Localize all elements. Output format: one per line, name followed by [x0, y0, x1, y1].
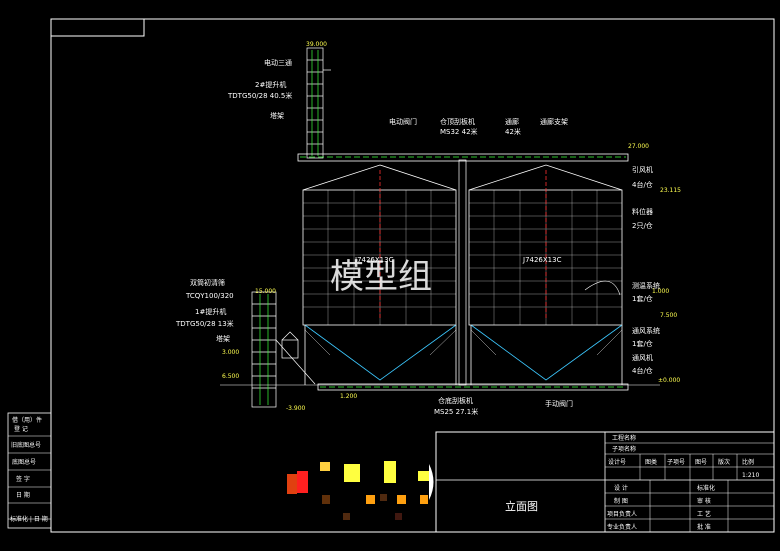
left-col-6: 标准化 | 日 期 — [10, 515, 48, 523]
title-block: 工程名称 子项名称 设计号 图类 子项号 图号 版次 比例 1:210 设 计 … — [435, 431, 775, 533]
label-gallery-len: 42米 — [505, 127, 521, 136]
tb-row2-4: 版次 — [718, 458, 730, 466]
label-elevator1-model: TDTG50/28 13米 — [175, 319, 234, 328]
project-name-label: 工程名称 — [612, 434, 636, 442]
left-col-0: 借（用）件 — [12, 416, 42, 424]
bottom-conveyor — [317, 383, 629, 391]
tb-row2-3: 图号 — [695, 459, 707, 466]
elev-15: 15.000 — [255, 288, 276, 295]
left-column-table: 借（用）件 登 记 旧底图总号 底图总号 签 字 日 期 标准化 | 日 期 — [7, 412, 52, 529]
label-vent-qty: 1套/仓 — [632, 339, 653, 348]
left-col-5: 日 期 — [16, 491, 30, 499]
label-elevator1: 1#提升机 — [195, 307, 226, 316]
sheet-title: 立面图 — [505, 499, 538, 513]
label-tower: 塔架 — [270, 111, 284, 120]
label-temp-system: 测温系统 — [632, 281, 660, 290]
silo-right — [468, 164, 623, 326]
tb-role-r0: 标准化 — [697, 484, 715, 492]
label-elevator2: 2#提升机 — [255, 80, 286, 89]
center-column — [458, 159, 467, 386]
silo-left — [302, 164, 457, 326]
color-swatch-artifacts — [287, 461, 434, 520]
label-fan-top: 引风机 — [632, 165, 653, 174]
elev-12: 1.200 — [340, 393, 357, 400]
label-fan-bottom: 通风机 — [632, 353, 653, 362]
sub-project-label: 子项名称 — [612, 445, 636, 453]
label-gallery: 通廊 — [505, 117, 519, 126]
label-tower2: 塔架 — [216, 334, 230, 343]
left-col-4: 签 字 — [16, 475, 30, 483]
sheet-border — [50, 18, 775, 533]
tb-row2-1: 图类 — [645, 458, 657, 466]
corner-box — [50, 18, 145, 37]
elev-3: 3.000 — [222, 349, 239, 356]
tb-role-l1: 制 图 — [614, 497, 628, 505]
elev-65: 6.500 — [222, 373, 239, 380]
label-cleaner: 双筒初清筛 — [190, 278, 225, 287]
left-col-1: 登 记 — [14, 425, 28, 433]
label-scraper-top-model: MS32 42米 — [440, 127, 478, 136]
left-col-3: 底图总号 — [12, 458, 36, 466]
tb-role-r2: 工 艺 — [697, 510, 711, 518]
tb-row2-0: 设计号 — [608, 458, 626, 466]
elev-75: 7.500 — [660, 312, 677, 319]
label-level-sensor: 料位器 — [632, 207, 653, 216]
label-silo-left: J7426X13C — [354, 256, 394, 264]
elev-23: 23.115 — [660, 187, 681, 194]
label-scraper-bottom-model: MS25 27.1米 — [434, 407, 478, 416]
label-vent-system: 通风系统 — [632, 326, 660, 335]
elev-1: 1.000 — [652, 288, 669, 295]
hoppers — [304, 324, 623, 385]
label-scraper-bottom: 仓底刮板机 — [438, 396, 473, 405]
elev-27: 27.000 — [628, 143, 649, 150]
tb-role-r1: 审 核 — [697, 497, 711, 505]
label-level-sensor-qty: 2只/仓 — [632, 221, 653, 230]
top-gallery — [297, 153, 629, 162]
elev-0: ±0.000 — [658, 377, 680, 384]
tb-scale: 1:210 — [742, 472, 759, 479]
elev-39: 39.000 — [306, 41, 327, 48]
label-fan-top-qty: 4台/仓 — [632, 180, 653, 189]
label-cleaner-model: TCQY100/320 — [185, 292, 234, 300]
label-elevator2-model: TDTG50/28 40.5米 — [227, 91, 292, 100]
label-motor-tee: 电动三通 — [264, 58, 292, 67]
tb-role-l0: 设 计 — [614, 484, 628, 492]
label-temp-qty: 1套/仓 — [632, 294, 653, 303]
tb-row2-5: 比例 — [742, 458, 754, 466]
elev-m39: -3.900 — [286, 405, 306, 412]
label-gallery-support: 通廊支架 — [540, 117, 568, 126]
label-fan-bottom-qty: 4台/仓 — [632, 366, 653, 375]
elevator-2-tower — [306, 47, 331, 159]
label-silo-right: J7426X13C — [522, 256, 562, 264]
label-manual-valve: 手动阀门 — [545, 399, 573, 408]
tb-role-r3: 批 准 — [697, 523, 711, 531]
tb-row2-2: 子项号 — [667, 459, 685, 466]
label-scraper-top: 仓顶刮板机 — [440, 117, 475, 126]
watermark: 模型组 — [330, 257, 432, 297]
tb-role-l2: 项目负责人 — [607, 510, 637, 518]
elevator-1-tower — [251, 291, 316, 408]
left-col-2: 旧底图总号 — [11, 441, 41, 449]
tb-role-l3: 专业负责人 — [607, 523, 637, 531]
label-valve-top: 电动阀门 — [389, 117, 417, 126]
